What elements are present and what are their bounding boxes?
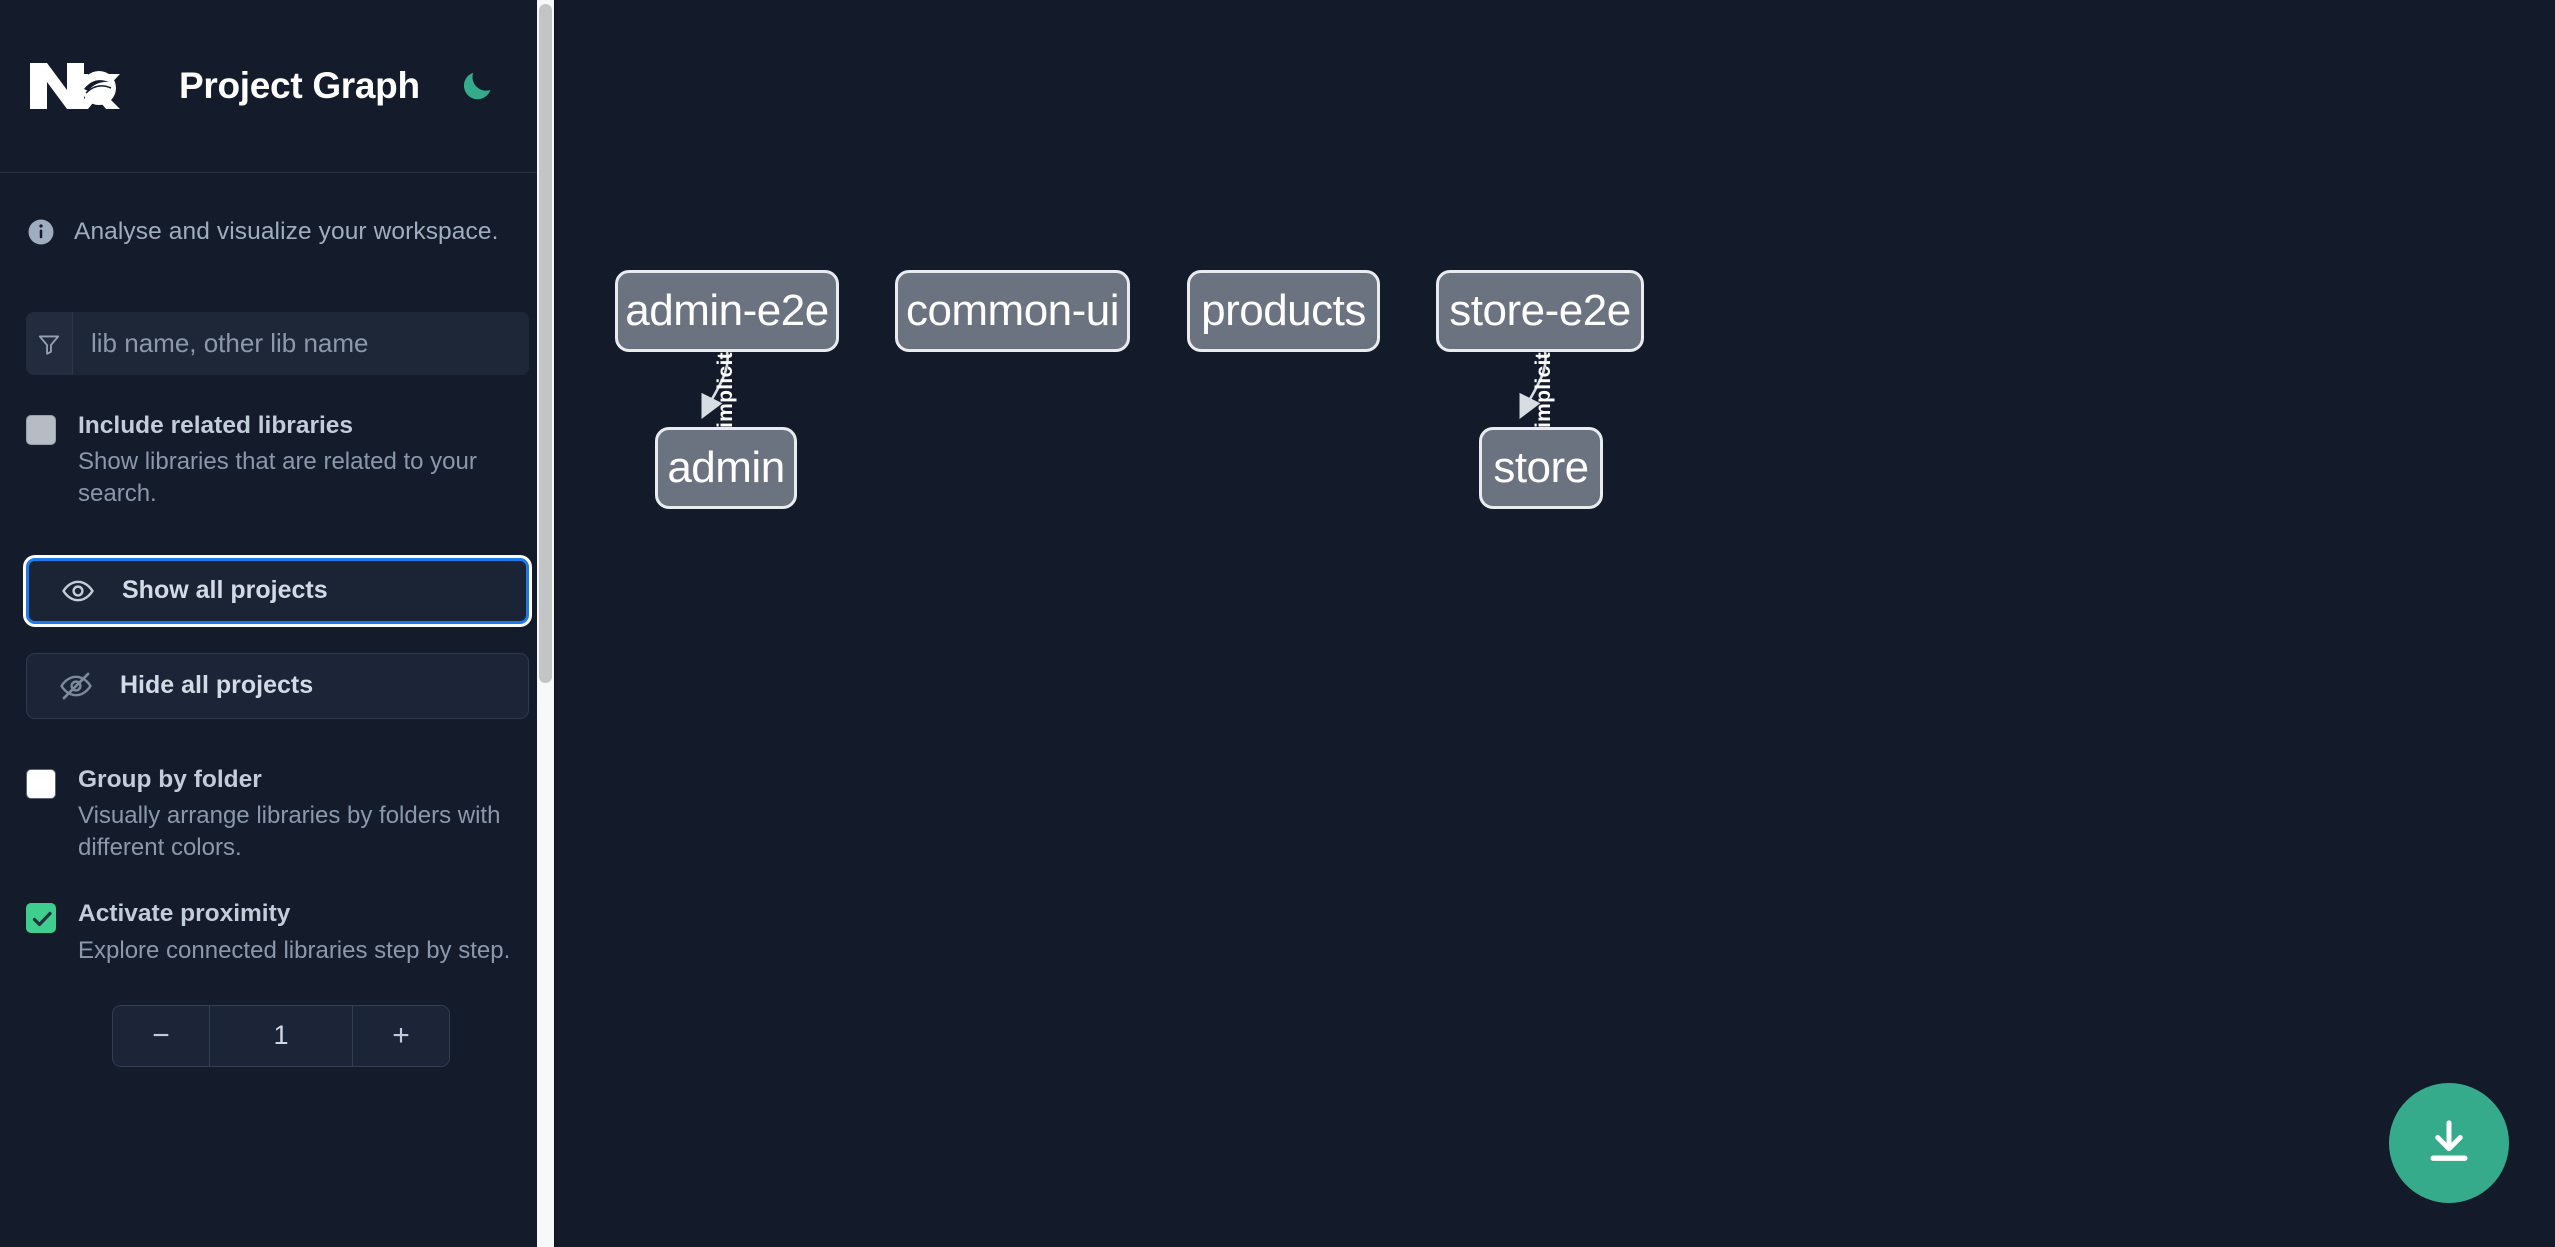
edge-label-admin-implicit: implicit: [713, 352, 737, 428]
graph-edges: [701, 351, 1547, 419]
proximity-stepper: − 1 +: [112, 1004, 450, 1067]
sidebar: Project Graph Analyse and visualize your…: [0, 0, 555, 1247]
tagline-text: Analyse and visualize your workspace.: [74, 218, 499, 245]
show-all-projects-label: Show all projects: [122, 576, 328, 605]
option-description: Explore connected libraries step by step…: [78, 936, 511, 964]
proximity-value: 1: [210, 1005, 352, 1066]
graph-node-admin-e2e[interactable]: admin-e2e: [615, 270, 839, 352]
show-all-projects-button[interactable]: Show all projects: [26, 557, 529, 624]
option-activate-proximity[interactable]: Activate proximity Explore connected lib…: [0, 899, 555, 966]
graph-node-store-e2e[interactable]: store-e2e: [1436, 270, 1644, 352]
group-by-folder-checkbox[interactable]: [26, 768, 56, 799]
projects-button-group: Show all projects Hide all projects: [26, 557, 529, 719]
tagline: Analyse and visualize your workspace.: [0, 173, 555, 247]
search-input[interactable]: [73, 312, 529, 375]
sidebar-header: Project Graph: [0, 0, 555, 173]
option-label: Include related libraries: [78, 412, 354, 439]
filter-bar: [26, 312, 529, 375]
option-include-related-libraries[interactable]: Include related libraries Show libraries…: [0, 411, 555, 510]
sidebar-body: Analyse and visualize your workspace. In…: [0, 173, 555, 1067]
eye-off-icon: [58, 668, 94, 704]
option-label: Activate proximity: [78, 900, 291, 928]
graph-node-store[interactable]: store: [1479, 427, 1603, 509]
option-label: Group by folder: [78, 765, 262, 793]
hide-all-projects-button[interactable]: Hide all projects: [26, 652, 529, 719]
option-description: Show libraries that are related to your …: [78, 448, 477, 508]
download-icon: [2422, 1115, 2476, 1172]
moon-icon[interactable]: [456, 65, 498, 107]
page-title: Project Graph: [179, 65, 420, 106]
activate-proximity-checkbox[interactable]: [26, 903, 56, 934]
eye-icon: [60, 573, 96, 609]
hide-all-projects-label: Hide all projects: [120, 671, 314, 700]
sidebar-divider: [554, 0, 555, 1247]
download-graph-button[interactable]: [2389, 1083, 2509, 1203]
edge-label-store-implicit: implicit: [1531, 352, 1555, 428]
info-icon: [26, 217, 56, 247]
option-group-by-folder[interactable]: Group by folder Visually arrange librari…: [0, 765, 555, 864]
proximity-decrement-button[interactable]: −: [113, 1005, 210, 1066]
funnel-icon: [26, 312, 73, 375]
nx-logo-icon: [26, 59, 122, 113]
graph-canvas[interactable]: implicit implicit admin-e2e common-ui pr…: [555, 0, 2555, 1247]
graph-node-common-ui[interactable]: common-ui: [895, 270, 1130, 352]
include-related-libraries-checkbox[interactable]: [26, 415, 56, 445]
graph-node-products[interactable]: products: [1187, 270, 1380, 352]
option-description: Visually arrange libraries by folders wi…: [78, 802, 501, 861]
sidebar-scrollbar-thumb[interactable]: [539, 4, 552, 683]
proximity-increment-button[interactable]: +: [352, 1005, 449, 1066]
graph-node-admin[interactable]: admin: [655, 427, 797, 509]
